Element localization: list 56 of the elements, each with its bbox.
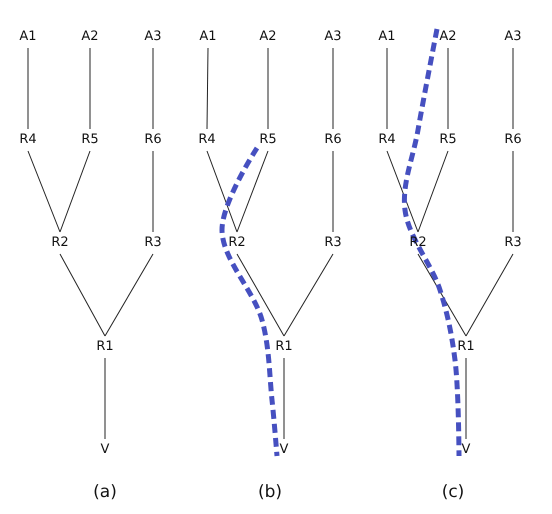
node-label: V: [277, 442, 291, 458]
tree-edge: [60, 254, 106, 336]
node-label: R5: [256, 132, 280, 148]
node-label: A3: [141, 29, 165, 45]
node-label: R2: [48, 235, 72, 251]
node-label: V: [98, 442, 112, 458]
node-label: R4: [375, 132, 399, 148]
panel-label: (a): [93, 482, 117, 502]
tree-edge: [206, 150, 238, 232]
node-label: R5: [436, 132, 460, 148]
node-label: R2: [225, 235, 249, 251]
node-label: A2: [256, 29, 280, 45]
node-label: R6: [141, 132, 165, 148]
panel-label: (c): [442, 482, 464, 502]
tree-edge: [418, 254, 466, 336]
tree-edge: [60, 150, 90, 232]
node-label: R4: [16, 132, 40, 148]
tree-edge: [28, 150, 60, 232]
node-label: R1: [454, 339, 478, 355]
node-label: R6: [501, 132, 525, 148]
tree-edge: [284, 254, 334, 336]
node-label: V: [459, 442, 473, 458]
tree-edge: [236, 150, 268, 232]
node-label: R1: [272, 339, 296, 355]
node-label: R5: [78, 132, 102, 148]
node-label: A2: [78, 29, 102, 45]
node-label: R1: [93, 339, 117, 355]
dashed-path-line: [402, 28, 462, 456]
tree-edge: [236, 254, 284, 336]
node-label: R3: [321, 235, 345, 251]
tree-edge: [466, 254, 514, 336]
node-label: R6: [321, 132, 345, 148]
tree-edge: [152, 48, 154, 130]
tree-edge: [332, 150, 334, 232]
node-label: A1: [196, 29, 220, 45]
tree-edge: [386, 48, 388, 130]
node-label: A1: [16, 29, 40, 45]
node-label: R3: [501, 235, 525, 251]
tree-edge: [104, 254, 154, 336]
tree-edge: [104, 358, 106, 440]
node-label: A3: [321, 29, 345, 45]
tree-edge: [512, 48, 514, 130]
node-label: R3: [141, 235, 165, 251]
node-label: A3: [501, 29, 525, 45]
tree-edge: [418, 150, 448, 232]
node-label: R4: [195, 132, 219, 148]
node-label: A2: [436, 29, 460, 45]
tree-edge: [332, 48, 334, 130]
node-label: R2: [406, 235, 430, 251]
tree-edge: [386, 150, 418, 232]
tree-edge: [152, 150, 154, 232]
node-label: A1: [375, 29, 399, 45]
dashed-path-line: [220, 146, 280, 456]
tree-edge: [206, 48, 208, 130]
tree-edge: [512, 150, 514, 232]
panel-label: (b): [258, 482, 282, 502]
